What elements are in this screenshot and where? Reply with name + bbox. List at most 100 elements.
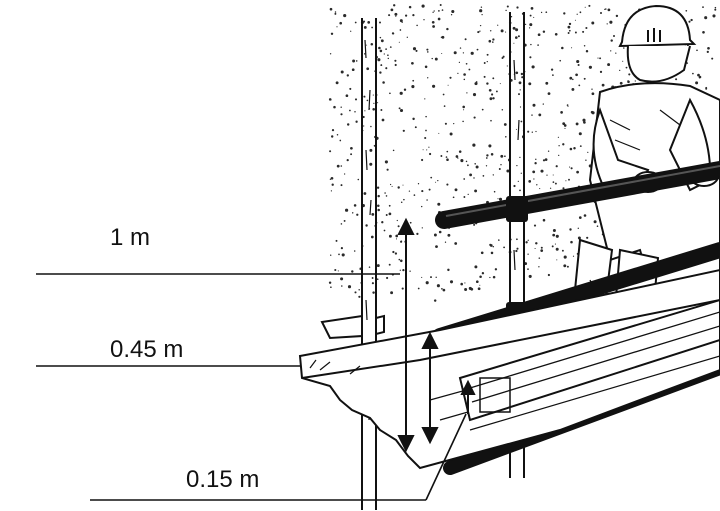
stipple-dot [492,97,495,100]
stipple-dot [430,176,433,179]
stipple-dot [634,80,636,82]
stipple-dot [447,84,449,86]
stipple-dot [334,11,337,13]
stipple-dot [384,192,386,194]
stipple-dot [480,6,483,8]
stipple-dot [387,54,389,56]
stipple-dot [421,4,425,8]
stipple-dot [707,46,710,50]
stipple-dot [436,284,440,288]
stipple-dot [363,25,367,29]
stipple-dot [488,144,492,148]
stipple-dot [402,268,405,272]
stipple-dot [458,61,461,64]
stipple-dot [489,30,492,32]
stipple-dot [446,158,449,161]
stipple-dot [714,8,717,11]
stipple-dot [357,178,360,181]
stipple-dot [625,66,628,69]
stipple-dot [567,25,571,29]
stipple-dot [380,39,384,43]
stipple-dot [354,110,356,113]
stipple-dot [463,78,466,81]
stipple-dot [486,82,489,85]
stipple-dot [425,281,429,285]
stipple-dot [463,109,465,111]
stipple-dot [345,208,349,212]
stipple-dot [422,149,424,151]
stipple-dot [479,9,483,13]
stipple-dot [515,71,519,75]
stipple-dot [431,57,433,60]
stipple-dot [575,73,578,77]
stipple-dot [587,151,589,153]
stipple-dot [583,121,586,124]
stipple-dot [500,154,504,158]
stipple-dot [554,182,557,185]
stipple-dot [533,224,537,227]
stipple-dot [330,254,332,256]
stipple-dot [577,63,580,67]
stipple-dot [506,65,508,67]
stipple-dot [363,125,365,127]
stipple-dot [490,153,494,156]
leader-lines [36,273,467,501]
stipple-dot [379,49,383,53]
stipple-dot [351,270,354,273]
stipple-dot [377,194,380,198]
stipple-dot [340,277,344,281]
stipple-dot [604,8,606,11]
stipple-dot [452,196,455,199]
stipple-dot [591,21,595,25]
stipple-dot [551,245,554,248]
stipple-dot [498,167,501,171]
stipple-dot [406,36,408,38]
stipple-dot [623,47,625,49]
stipple-dot [458,150,462,153]
stipple-dot [390,8,394,12]
stipple-dot [449,76,452,79]
stipple-dot [552,233,556,237]
stipple-dot [575,122,579,126]
stipple-dot [570,167,573,170]
stipple-dot [540,246,543,249]
stipple-dot [538,113,542,117]
stipple-dot [554,243,556,245]
stipple-dot [529,14,532,17]
stipple-dot [538,257,541,259]
stipple-dot [446,183,449,186]
stipple-dot [528,82,531,85]
stipple-dot [343,173,346,175]
stipple-dot [500,29,504,33]
stipple-dot [591,111,595,115]
stipple-dot [504,155,506,158]
stipple-dot [383,229,386,232]
stipple-dot [403,88,407,91]
stipple-dot [340,247,343,250]
stipple-dot [426,51,429,53]
stipple-dot [515,28,519,32]
stipple-dot [530,43,532,46]
stipple-dot [501,56,504,60]
stipple-dot [466,92,468,94]
stipple-dot [379,36,382,39]
stipple-dot [519,89,521,91]
stipple-dot [690,18,693,22]
stipple-dot [542,103,544,105]
stipple-dot [495,90,498,93]
stipple-dot [330,135,334,138]
stipple-dot [425,129,427,132]
dimension-arrow-1m [397,217,415,453]
stipple-dot [539,188,541,190]
stipple-dot [538,266,540,268]
stipple-dot [498,197,503,201]
stipple-dot [378,46,381,50]
stipple-dot [479,30,481,32]
stipple-dot [396,219,398,222]
stipple-dot [583,45,586,47]
stipple-dot [610,50,612,52]
stipple-dot [392,32,395,35]
stipple-dot [615,14,619,18]
stipple-dot [376,264,380,268]
stipple-dot [477,287,481,291]
